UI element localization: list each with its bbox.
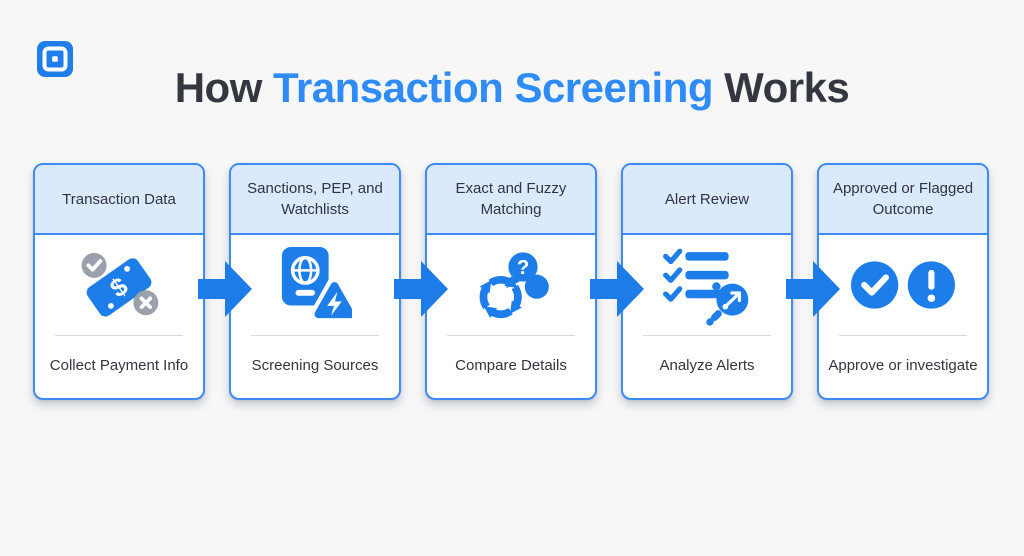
- step-caption: Screening Sources: [251, 356, 379, 374]
- step-header: Transaction Data: [35, 165, 203, 235]
- step-body: Screening Sources: [231, 235, 399, 398]
- step-caption: Analyze Alerts: [659, 356, 755, 374]
- step-header: Approved or Flagged Outcome: [819, 165, 987, 235]
- flow-arrow-right-icon: [394, 261, 448, 317]
- title-dark-prefix: How: [174, 64, 274, 111]
- card-divider: [839, 335, 967, 336]
- title-dark-suffix: Works: [713, 64, 850, 111]
- icon-zone: $: [35, 235, 203, 335]
- card-divider: [55, 335, 183, 336]
- step-body: Analyze Alerts: [623, 235, 791, 398]
- sync-question-icon: ?: [479, 252, 549, 319]
- icon-zone: [623, 235, 791, 335]
- screening-flow: Transaction Data $ Collect Paymen: [33, 163, 989, 400]
- passport-warning-icon: [281, 247, 352, 323]
- money-check-cross-icon: $: [81, 252, 159, 317]
- checklist-magnifier-icon: [663, 248, 749, 326]
- square-logo-icon: [37, 41, 73, 77]
- icon-zone: [231, 235, 399, 335]
- step-caption: Compare Details: [455, 356, 567, 374]
- step-card-sanctions-watchlists: Sanctions, PEP, and Watchlists Screening…: [229, 163, 401, 400]
- square-logo: [37, 41, 73, 77]
- step-header: Exact and Fuzzy Matching: [427, 165, 595, 235]
- check-exclamation-icon: [851, 261, 955, 309]
- icon-zone: ?: [427, 235, 595, 335]
- page-title: How Transaction Screening Works: [0, 64, 1024, 112]
- card-divider: [251, 335, 379, 336]
- step-card-exact-fuzzy-matching: Exact and Fuzzy Matching: [425, 163, 597, 400]
- card-divider: [643, 335, 771, 336]
- icon-zone: [819, 235, 987, 335]
- flow-arrow-right-icon: [198, 261, 252, 317]
- title-highlight: Transaction Screening: [273, 64, 714, 111]
- card-divider: [447, 335, 575, 336]
- step-header: Sanctions, PEP, and Watchlists: [231, 165, 399, 235]
- step-caption: Collect Payment Info: [49, 356, 189, 374]
- step-body: $ Collect Payment Info: [35, 235, 203, 398]
- flow-arrow-right-icon: [786, 261, 840, 317]
- step-card-alert-review: Alert Review: [621, 163, 793, 400]
- step-body: ? Compare Details: [427, 235, 595, 398]
- step-card-transaction-data: Transaction Data $ Collect Paymen: [33, 163, 205, 400]
- flow-arrow-right-icon: [590, 261, 644, 317]
- step-body: Approve or investigate: [819, 235, 987, 398]
- step-header: Alert Review: [623, 165, 791, 235]
- step-card-approved-flagged: Approved or Flagged Outcome Approve or i…: [817, 163, 989, 400]
- step-caption: Approve or investigate: [828, 356, 978, 374]
- question-mark-glyph: ?: [517, 256, 530, 279]
